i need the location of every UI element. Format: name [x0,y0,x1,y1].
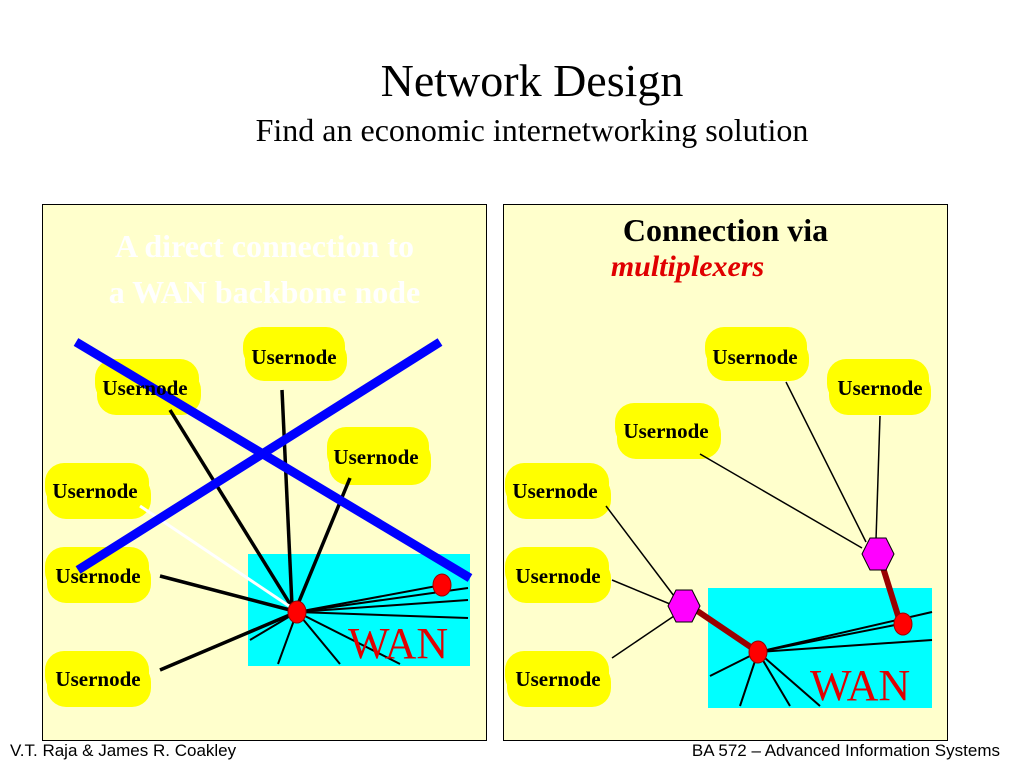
usernode-label: Usernode [512,479,598,503]
backbone-node [893,612,913,636]
wan-link [296,584,443,613]
link-line [280,389,294,607]
link-line [605,505,675,597]
footer-authors: V.T. Raja & James R. Coakley [10,741,237,760]
wan-link [296,611,469,619]
left-heading-line1: A direct connection to [115,228,414,264]
wan-link [296,599,469,613]
backbone-node [287,600,307,624]
left-heading: A direct connection to a WAN backbone no… [43,223,486,315]
link-line [159,574,291,612]
link-line [611,579,671,605]
link-line [139,504,293,610]
usernode-cloud [52,466,144,516]
usernode-label: Usernode [333,445,419,469]
usernode-label: Usernode [251,345,337,369]
usernode-label: Usernode [515,564,601,588]
wan-link [757,651,821,707]
backbone-node [748,640,768,664]
usernode-cloud [834,362,924,412]
right-heading-line1: Connection via [622,212,829,248]
usernode-cloud [250,330,340,378]
usernode-label: Usernode [837,376,923,400]
multiplexer-node [861,537,895,571]
mux-trunk [688,603,760,655]
usernode-label: Usernode [52,479,138,503]
wan-label-left: WAN [348,619,449,668]
usernode-label: Usernode [712,345,798,369]
link-line [875,415,881,541]
usernode-cloud [334,430,424,482]
wan-label-right: WAN [810,661,911,710]
wan-link [296,611,341,665]
usernode-cloud [622,406,714,456]
link-line [785,381,867,543]
wan-link [296,611,401,665]
link-line [699,453,863,549]
usernode-label: Usernode [623,419,709,443]
usernode-label: Usernode [102,376,188,400]
cross-out-line [75,338,443,574]
left-heading-line2: a WAN backbone node [108,274,421,310]
usernode-label: Usernode [55,564,141,588]
multiplexer-node [667,589,701,623]
usernode-cloud [512,550,604,600]
usernode-label: Usernode [515,667,601,691]
usernode-cloud [512,654,604,704]
link-line [159,612,293,672]
wan-link [757,623,901,653]
usernode-cloud [712,330,802,378]
usernode-cloud [52,654,144,704]
right-heading-line2: multiplexers [610,250,765,283]
slide-subtitle: Find an economic internetworking solutio… [255,112,809,148]
footer-course: BA 572 – Advanced Information Systems [691,741,1000,760]
backbone-node [432,573,452,597]
usernode-cloud [512,466,604,516]
link-line [611,615,675,659]
slide-title: Network Design [380,55,684,106]
wan-link [757,639,933,653]
usernode-label: Usernode [55,667,141,691]
cross-out-line [73,338,473,582]
link-line [168,409,292,605]
